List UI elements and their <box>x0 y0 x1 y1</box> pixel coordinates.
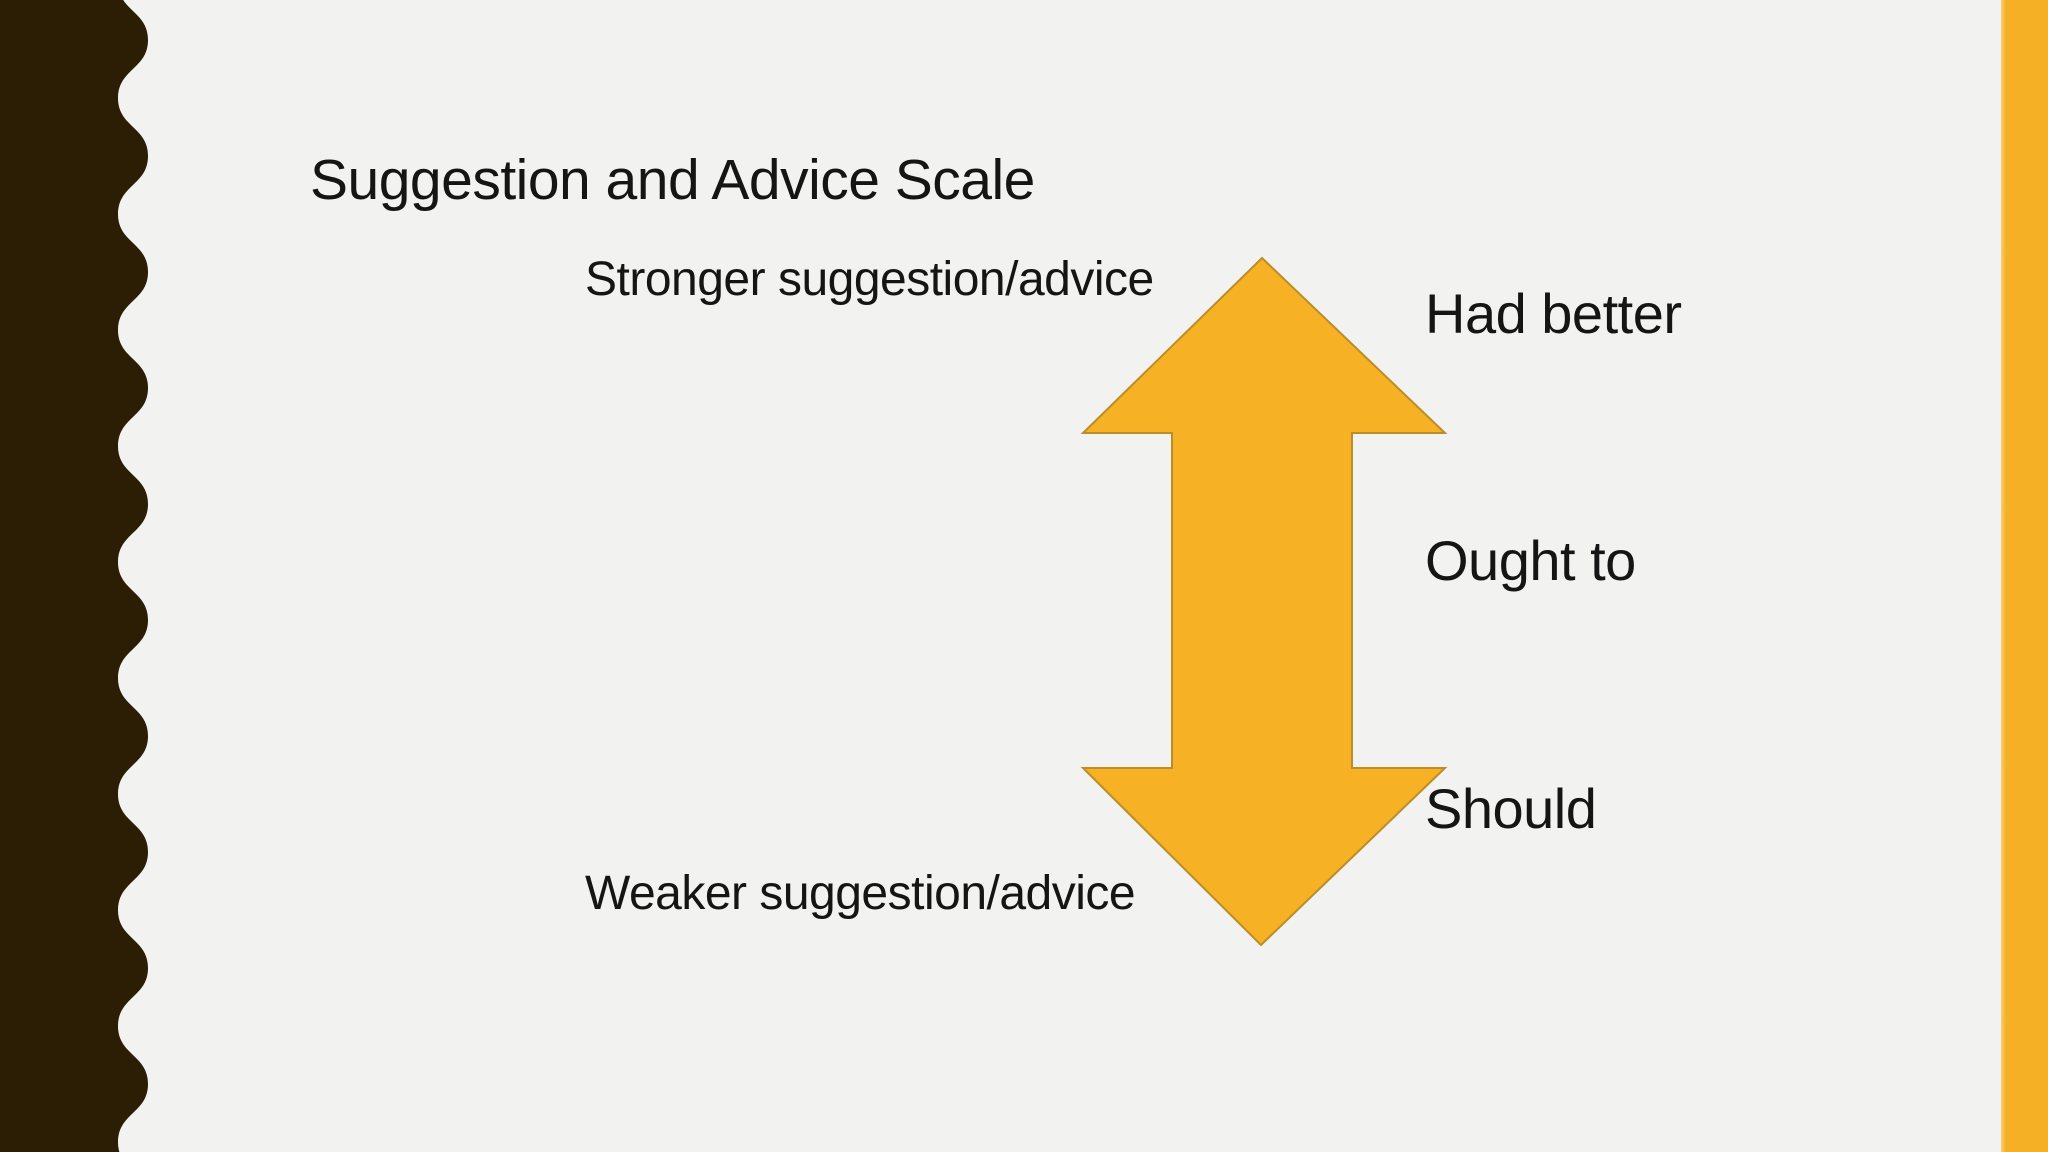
verb-label-should: Should <box>1425 777 1597 840</box>
stronger-suggestion-caption: Stronger suggestion/advice <box>585 253 1154 306</box>
slide-title: Suggestion and Advice Scale <box>310 148 1035 212</box>
left-wavy-band <box>0 0 148 1152</box>
wave-shape <box>0 0 148 1152</box>
verb-label-ought-to: Ought to <box>1425 529 1636 592</box>
weaker-suggestion-caption: Weaker suggestion/advice <box>585 867 1136 920</box>
verb-label-had-better: Had better <box>1425 282 1682 345</box>
right-accent-bar <box>2001 0 2048 1152</box>
up-down-arrow-icon <box>1080 256 1448 947</box>
double-arrow-shape <box>1080 256 1448 947</box>
